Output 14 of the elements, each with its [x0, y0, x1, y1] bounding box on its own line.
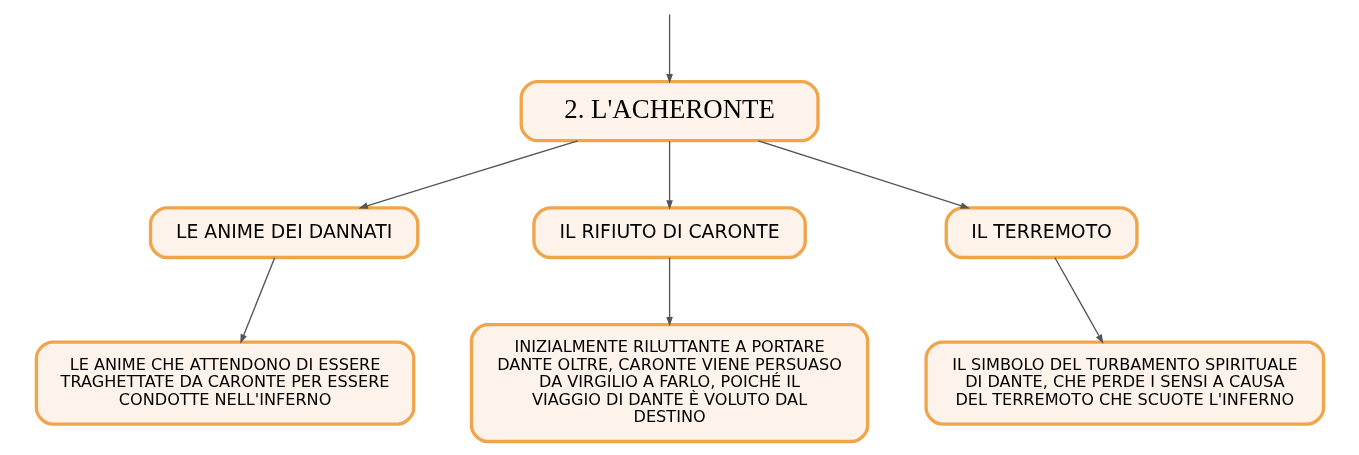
- arrow: [665, 257, 673, 327]
- arrow: [665, 140, 673, 210]
- node-box: IL RIFIUTO DI CARONTE: [531, 206, 807, 260]
- arrow: [665, 13, 673, 84]
- arrow: [357, 140, 578, 209]
- arrow: [239, 257, 275, 344]
- node-box: LE ANIME DEI DANNATI: [148, 206, 419, 260]
- node-box: LE ANIME CHE ATTENDONO DI ESSERE TRAGHETTATE DA CARONTE PER ESSERE CONDOTTE NELL'INFERNO: [34, 340, 415, 426]
- node-box: 2. L'ACHERONTE: [519, 79, 820, 143]
- node-box: INIZIALMENTE RILUTTANTE A PORTARE DANTE OLTRE, CARONTE VIENE PERSUASO DA VIRGILIO A FARLO, POICHÉ IL VIAGGIO DI DANTE È VOLUTO DAL DESTINO: [469, 323, 869, 444]
- arrow: [1053, 257, 1103, 344]
- node-box: IL TERREMOTO: [944, 206, 1139, 260]
- arrow: [757, 140, 970, 209]
- node-box: IL SIMBOLO DEL TURBAMENTO SPIRITUALE DI DANTE, CHE PERDE I SENSI A CAUSA DEL TERREMOTO CHE SCUOTE L'INFERNO: [923, 340, 1325, 426]
